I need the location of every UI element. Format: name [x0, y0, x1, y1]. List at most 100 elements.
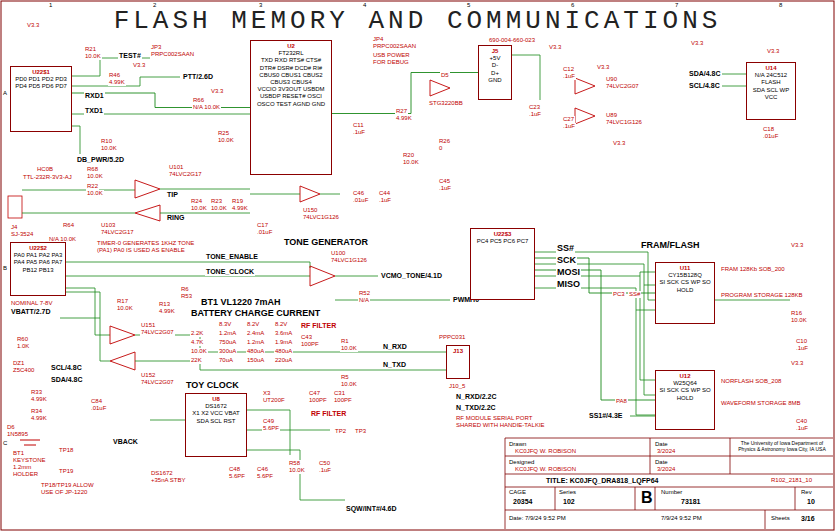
- part-label: PRPC002SAAN: [372, 43, 417, 50]
- part-label: FRAM 128Kb SOB_200: [720, 266, 786, 273]
- usb-power-wire: [512, 55, 540, 100]
- part-label: 8.2V: [246, 321, 260, 328]
- sheet-text: Drawn: [508, 441, 527, 448]
- part-label: DS1672: [150, 470, 174, 477]
- net-label: PTT/2.6D: [182, 73, 214, 81]
- part-label: 150uA: [246, 357, 265, 364]
- pin-names: FLASH: [749, 79, 793, 86]
- part-label: 10.0K: [86, 190, 104, 197]
- part-label: 10.0K: [84, 53, 102, 60]
- part-label: V3.3: [26, 22, 40, 29]
- sheet-text: 6: [570, 2, 575, 9]
- buffer-symbol: [110, 352, 135, 370]
- part-label: 5.6PF: [228, 473, 246, 480]
- part-label: .1uF: [795, 345, 809, 352]
- sheet-text: Designed: [508, 459, 535, 466]
- pin-names: X1 X2 VCC VBAT SDA SCL RST: [188, 410, 244, 424]
- part-label: 74LVC1G126: [302, 214, 340, 221]
- part-label: V3.3: [790, 360, 804, 367]
- part-label: N/A: [358, 297, 370, 304]
- part-label: R20: [402, 152, 415, 159]
- part-label: 10.0K: [116, 305, 134, 312]
- part-label: C49: [262, 418, 275, 425]
- part-label: .1uF: [438, 185, 452, 192]
- part-label: 74LVC2G07: [140, 329, 175, 336]
- pin-names: PA0 PA1 PA2 PA3 PA4 PA5 PA6 PA7 PB12 PB1…: [13, 252, 63, 274]
- switch-symbol: [430, 80, 450, 96]
- ic-chip-box: U22$3PC4 PC5 PC6 PC7: [470, 228, 535, 300]
- part-label: DZ1: [12, 360, 25, 367]
- part-label: 10.0K: [340, 345, 358, 352]
- design-note: RF MODULE SERIAL PORT SHARED WITH HANDIE…: [455, 415, 547, 429]
- part-label: C11: [352, 122, 365, 129]
- ic-chip-box: J13: [446, 345, 470, 379]
- vcmo-wire: [335, 276, 378, 277]
- sheet-text: B: [2, 265, 8, 272]
- part-label: N/A 10.0K: [192, 104, 221, 111]
- title-block-value: 102: [562, 498, 576, 506]
- part-label: J4: [10, 224, 18, 231]
- dbpwr-wire: [72, 126, 80, 154]
- part-label: TP2: [334, 428, 347, 435]
- part-label: C44: [378, 190, 391, 197]
- pin-names: TXD RXD RTS# CTS# DTR# DSR# DCD# RI#: [253, 57, 329, 71]
- design-note: USB POWER FOR DEBUG: [372, 52, 424, 66]
- net-label: N_TXD: [382, 361, 407, 369]
- pin-names: W25Q64: [658, 380, 712, 387]
- part-label: 4.7K: [190, 339, 204, 346]
- net-label: SQW/INT#/4.6D: [345, 505, 398, 513]
- part-label: C50: [318, 460, 331, 467]
- part-label: 74LVC2G17: [168, 171, 203, 178]
- part-label: R27: [395, 108, 408, 115]
- sheet-text: Number: [660, 489, 683, 496]
- part-label: R52: [358, 290, 371, 297]
- signal-wire: [535, 258, 655, 293]
- part-label: C12: [562, 66, 575, 73]
- title-block-value: TITLE: KC0JFQ_DRA818_LQFP64: [545, 477, 659, 485]
- net-label: SS1#/4.3E: [588, 412, 623, 420]
- part-label: 74LVC2G07: [605, 83, 640, 90]
- part-label: U101: [168, 164, 184, 171]
- part-label: U150: [302, 207, 318, 214]
- part-label: 1N5895: [6, 431, 29, 438]
- part-label: HC0B: [36, 166, 54, 173]
- signal-wire: [535, 270, 655, 400]
- part-label: C27: [562, 116, 575, 123]
- part-label: 74LVC2G17: [100, 229, 135, 236]
- part-label: .1uF: [562, 73, 576, 80]
- sheet-text: Date: 7/9/24 9:52 PM: [508, 515, 567, 522]
- sheet-text: A: [2, 90, 8, 97]
- sheet-text: 7: [674, 2, 679, 9]
- section-heading: BT1 VL1220 7mAH: [200, 297, 282, 307]
- reference-designator: U22$1: [13, 69, 69, 76]
- pwm-wire: [335, 300, 450, 301]
- part-label: 1.0K: [16, 343, 30, 350]
- serial-wires: [66, 288, 110, 361]
- net-label: DB_PWR/5.2D: [76, 156, 125, 164]
- part-label: SJ-3524: [10, 231, 34, 238]
- part-label: 1.2mA: [246, 339, 265, 346]
- title-block-value: 20354: [512, 498, 533, 506]
- design-note: TP18/TP19 ALLOW USE OF JP-1220: [40, 482, 104, 496]
- vbatt-wire: [60, 318, 100, 319]
- spi-bus: [535, 252, 655, 415]
- section-heading: MISO: [556, 279, 581, 289]
- part-label: R58: [288, 460, 301, 467]
- part-label: PC3: [612, 291, 626, 298]
- part-label: UT200F: [262, 397, 286, 404]
- pin-names: DS1672: [188, 403, 244, 410]
- part-label: R64: [62, 222, 75, 229]
- part-label: C43: [300, 334, 313, 341]
- tip-ring-wires: [22, 190, 135, 213]
- buffer-symbol: [575, 78, 595, 124]
- part-label: 74LVC2G07: [140, 379, 175, 386]
- part-label: 10.0K: [790, 317, 808, 324]
- part-label: SS#: [628, 291, 641, 298]
- net-label: N_RXD/2.2C: [455, 393, 497, 401]
- ic-chip-box: J5+5VD-D+GND: [478, 45, 512, 100]
- part-label: 100PF: [333, 397, 353, 404]
- part-label: 74LVC1G126: [605, 119, 643, 126]
- buffer-symbol: [300, 186, 320, 202]
- net-label: N_RXD: [382, 343, 408, 351]
